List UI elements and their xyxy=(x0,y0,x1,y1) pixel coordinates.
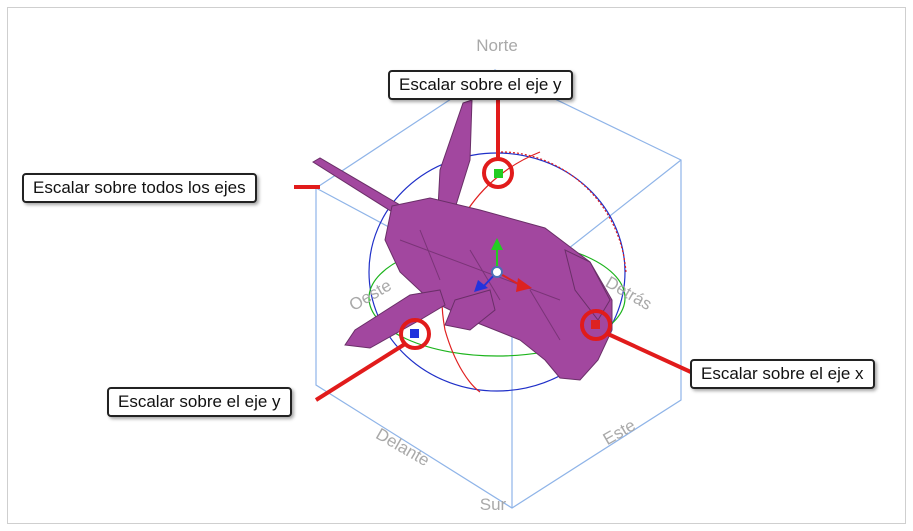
direction-front: Delante xyxy=(373,424,433,470)
direction-east: Este xyxy=(600,416,639,449)
pivot-point xyxy=(491,266,503,278)
callout-scale-y-bottom: Escalar sobre el eje y xyxy=(107,387,292,417)
callout-scale-x: Escalar sobre el eje x xyxy=(690,359,875,389)
callout-scale-all-axes: Escalar sobre todos los ejes xyxy=(22,173,257,203)
scale-handle-y-top[interactable] xyxy=(494,169,503,178)
scale-handle-y-bottom[interactable] xyxy=(410,329,419,338)
center-arrows xyxy=(474,238,532,292)
direction-south: Sur xyxy=(480,495,507,514)
model-detail-lines xyxy=(399,229,561,341)
direction-north: Norte xyxy=(476,36,518,55)
callout-lines xyxy=(294,100,694,402)
callout-scale-y-top: Escalar sobre el eje y xyxy=(388,70,573,100)
spaceship-model xyxy=(312,99,613,381)
scale-handle-x[interactable] xyxy=(591,320,600,329)
